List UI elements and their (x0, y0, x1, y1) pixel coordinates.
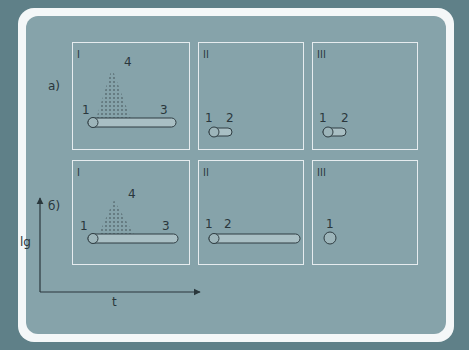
callout-number: 4 (124, 56, 132, 68)
axes (40, 198, 200, 292)
panel-number: I (73, 47, 84, 62)
callout-number: 3 (162, 220, 170, 232)
panel-number: II (199, 165, 213, 180)
panel-box: II (198, 160, 304, 265)
callout-number: 2 (341, 112, 349, 124)
row-label: б) (48, 200, 60, 212)
callout-number: 4 (128, 188, 136, 200)
callout-number: 3 (160, 104, 168, 116)
row-label: а) (48, 80, 60, 92)
panel-box: III (312, 160, 418, 265)
callout-number: 1 (205, 112, 213, 124)
slide-ground (26, 16, 446, 334)
panel-number: I (73, 165, 84, 180)
slide-frame (18, 8, 454, 342)
axis-label: lg (20, 236, 31, 248)
callout-number: 1 (326, 218, 334, 230)
panel-number: III (313, 47, 330, 62)
axis-label: t (112, 296, 117, 308)
callout-number: 1 (205, 218, 213, 230)
panel-box: III (312, 42, 418, 150)
callout-number: 2 (224, 218, 232, 230)
callout-number: 2 (226, 112, 234, 124)
sample-shapes (88, 68, 346, 244)
panel-number: III (313, 165, 330, 180)
callout-number: 1 (82, 104, 90, 116)
callout-number: 1 (319, 112, 327, 124)
panel-number: II (199, 47, 213, 62)
panel-box: II (198, 42, 304, 150)
panel-box: I (72, 160, 190, 265)
callout-number: 1 (80, 220, 88, 232)
